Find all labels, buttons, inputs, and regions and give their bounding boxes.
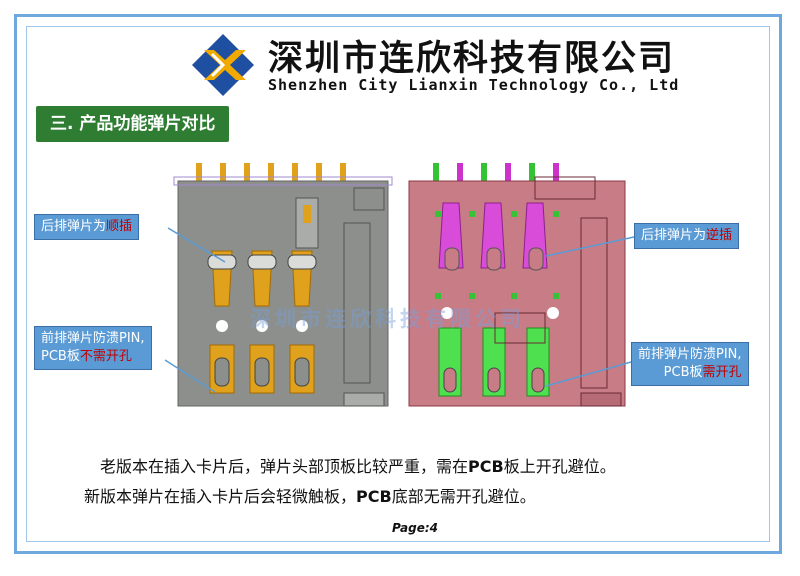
watermark: 深圳市连欣科技有限公司 (250, 307, 525, 331)
description-line-1: 老版本在插入卡片后，弹片头部顶板比较严重，需在PCB板上开孔避位。 (100, 453, 616, 477)
callout-highlight: 不需开孔 (79, 349, 132, 364)
description-text: 老版本在插入卡片后，弹片头部顶板比较严重，需在 (100, 457, 469, 476)
inner-frame (26, 26, 770, 542)
old-version-diagram (173, 163, 393, 407)
callout-highlight: 逆插 (706, 228, 733, 243)
description-text: 板上开孔避位。 (503, 457, 616, 476)
description-line-2: 新版本弹片在插入卡片后会轻微触板，PCB底部无需开孔避位。 (84, 483, 536, 507)
callout-line1: 前排弹片防溃PIN, (41, 331, 145, 346)
callout-text: PCB板 (663, 365, 703, 380)
description-term: PCB (468, 457, 504, 476)
callout-text: 后排弹片为 (641, 228, 707, 243)
page-number: Page:4 (392, 521, 439, 535)
section-title: 三. 产品功能弹片对比 (36, 106, 230, 142)
description-text: 底部无需开孔避位。 (391, 487, 536, 506)
callout-rear-contact-old: 后排弹片为顺插 (34, 214, 140, 240)
callout-front-contact-old: 前排弹片防溃PIN, PCB板不需开孔 (34, 326, 152, 370)
callout-highlight: 需开孔 (702, 365, 742, 380)
new-version-diagram (408, 163, 626, 407)
company-name-en: Shenzhen City Lianxin Technology Co., Lt… (268, 76, 680, 94)
description-term: PCB (356, 487, 392, 506)
callout-front-contact-new: 前排弹片防溃PIN, PCB板需开孔 (631, 342, 749, 386)
description-text: 新版本弹片在插入卡片后会轻微触板， (84, 487, 357, 506)
callout-text: PCB板 (41, 349, 80, 364)
callout-highlight: 顺插 (106, 219, 133, 234)
callout-text: 后排弹片为 (41, 219, 107, 234)
outer-frame (14, 14, 782, 554)
callout-line1: 前排弹片防溃PIN, (638, 347, 742, 362)
company-name-cn: 深圳市连欣科技有限公司 (268, 39, 676, 79)
lianxin-logo (192, 34, 254, 96)
callout-rear-contact-new: 后排弹片为逆插 (634, 223, 740, 249)
